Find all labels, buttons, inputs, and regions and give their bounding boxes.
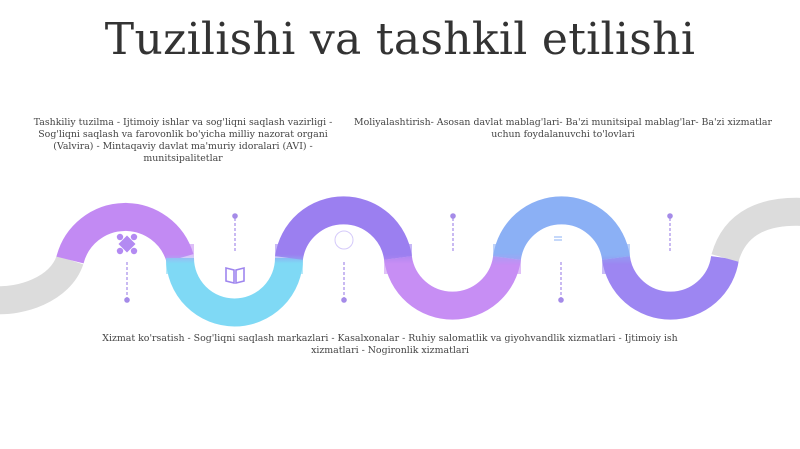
note-organizational-structure: Tashkiliy tuzilma - Ijtimoiy ishlar va s…: [33, 117, 333, 164]
chat-icon: [551, 233, 572, 247]
wave-tail-right: [711, 197, 800, 263]
gear-icon: [333, 229, 355, 251]
wave-segment-3: [275, 196, 412, 261]
connector-dot-2: [232, 213, 238, 219]
wave-segment-6: [602, 255, 739, 320]
connector-dot-5: [558, 297, 564, 303]
wave-segment-5: [493, 196, 630, 261]
note-service-delivery: Xizmat ko'rsatish - Sog'liqni saqlash ma…: [102, 333, 678, 356]
puzzle-icon: [116, 233, 138, 255]
connector-dot-3: [341, 297, 347, 303]
piggy-bank-icon: [443, 266, 466, 286]
connector-dot-4: [450, 213, 456, 219]
calendar-icon: [660, 264, 680, 285]
wave-tail-left: [0, 254, 84, 315]
note-financing: Moliyalashtirish- Asosan davlat mablag'l…: [354, 117, 772, 140]
connector-dot-6: [667, 213, 673, 219]
page-title: Tuzilishi va tashkil etilishi: [104, 14, 696, 65]
wave-segment-2: [166, 257, 303, 327]
wave-segment-4: [384, 255, 521, 320]
connector-dot-1: [124, 297, 130, 303]
wave-segment-1: [56, 202, 194, 265]
book-icon: [225, 266, 245, 285]
